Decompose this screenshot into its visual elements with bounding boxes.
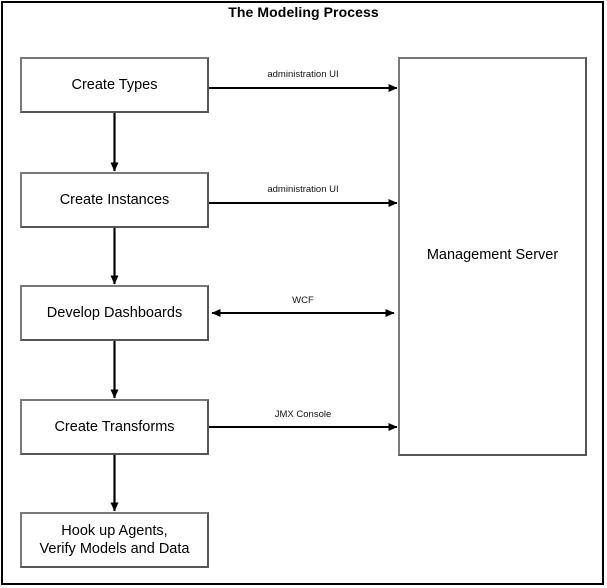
- connector-label-administration-ui-types: administration UI: [267, 69, 339, 80]
- process-box-label: Create Transforms: [54, 419, 175, 435]
- process-box-label: Create Types: [71, 77, 158, 93]
- process-box-develop-dashboards[interactable]: Develop Dashboards: [20, 285, 209, 341]
- process-box-create-instances[interactable]: Create Instances: [20, 172, 209, 228]
- page-title: The Modeling Process: [228, 4, 379, 20]
- process-box-label: Hook up Agents, Verify Models and Data: [39, 523, 190, 557]
- process-box-create-types[interactable]: Create Types: [20, 57, 209, 113]
- connector-label-jmx-console: JMX Console: [274, 409, 332, 420]
- process-box-label: Create Instances: [59, 192, 170, 208]
- management-server-label: Management Server: [426, 247, 559, 263]
- process-box-create-transforms[interactable]: Create Transforms: [20, 399, 209, 455]
- process-box-label: Develop Dashboards: [46, 305, 183, 321]
- management-server-box[interactable]: Management Server: [398, 57, 587, 456]
- connector-label-administration-ui-instances: administration UI: [267, 184, 339, 195]
- process-box-hook-up-agents[interactable]: Hook up Agents, Verify Models and Data: [20, 512, 209, 568]
- connector-label-wcf: WCF: [292, 295, 314, 306]
